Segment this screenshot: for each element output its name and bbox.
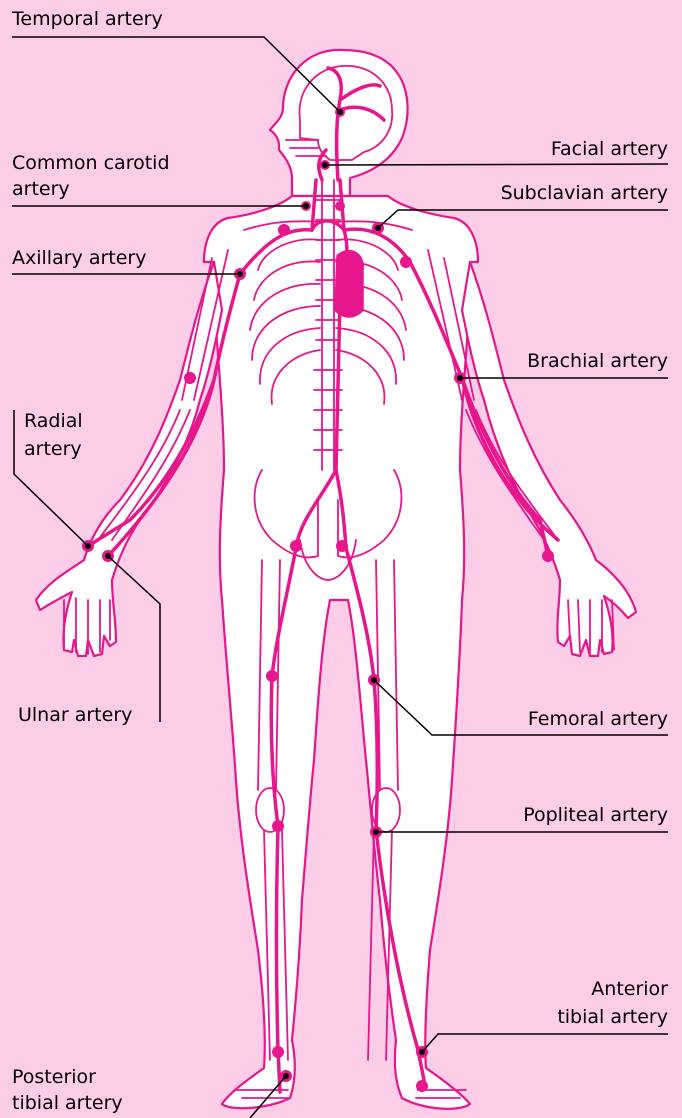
pulse-dot-brachial-left	[184, 372, 196, 384]
pulse-dot-iliac-right	[336, 540, 348, 552]
label-anterior-tibial-line2: tibial artery	[557, 1004, 668, 1030]
label-anterior-tibial-line1: Anterior	[591, 976, 668, 1002]
pulse-dot-posterior-tibial-left	[272, 1046, 284, 1058]
label-ulnar-artery: Ulnar artery	[18, 702, 132, 728]
pulse-dot-subclavian-left	[278, 224, 290, 236]
label-subclavian-artery: Subclavian artery	[501, 180, 668, 206]
pulse-dot-foot-right	[416, 1080, 428, 1092]
label-femoral-artery: Femoral artery	[528, 706, 668, 732]
label-posterior-tibial-line2: tibial artery	[12, 1090, 123, 1116]
label-common-carotid-line2: artery	[12, 176, 70, 202]
pulse-dot-popliteal-left	[272, 820, 284, 832]
label-axillary-artery: Axillary artery	[12, 245, 146, 271]
pulse-dot-carotid-right	[335, 201, 345, 211]
label-brachial-artery: Brachial artery	[527, 348, 668, 374]
label-posterior-tibial-line1: Posterior	[12, 1064, 96, 1090]
pulse-dot-femoral-left	[266, 670, 278, 682]
label-temporal-artery: Temporal artery	[12, 6, 163, 32]
label-facial-artery: Facial artery	[551, 136, 668, 162]
pulse-dot-axillary-right	[400, 256, 412, 268]
label-radial-line2: artery	[24, 436, 82, 462]
leader-facial	[325, 164, 668, 165]
pulse-dot-iliac-left	[290, 540, 302, 552]
label-common-carotid-line1: Common carotid	[12, 150, 170, 176]
pulse-dot-radial-right	[542, 550, 554, 562]
label-popliteal-artery: Popliteal artery	[523, 802, 668, 828]
label-radial-line1: Radial	[24, 408, 83, 434]
heart	[336, 252, 362, 316]
